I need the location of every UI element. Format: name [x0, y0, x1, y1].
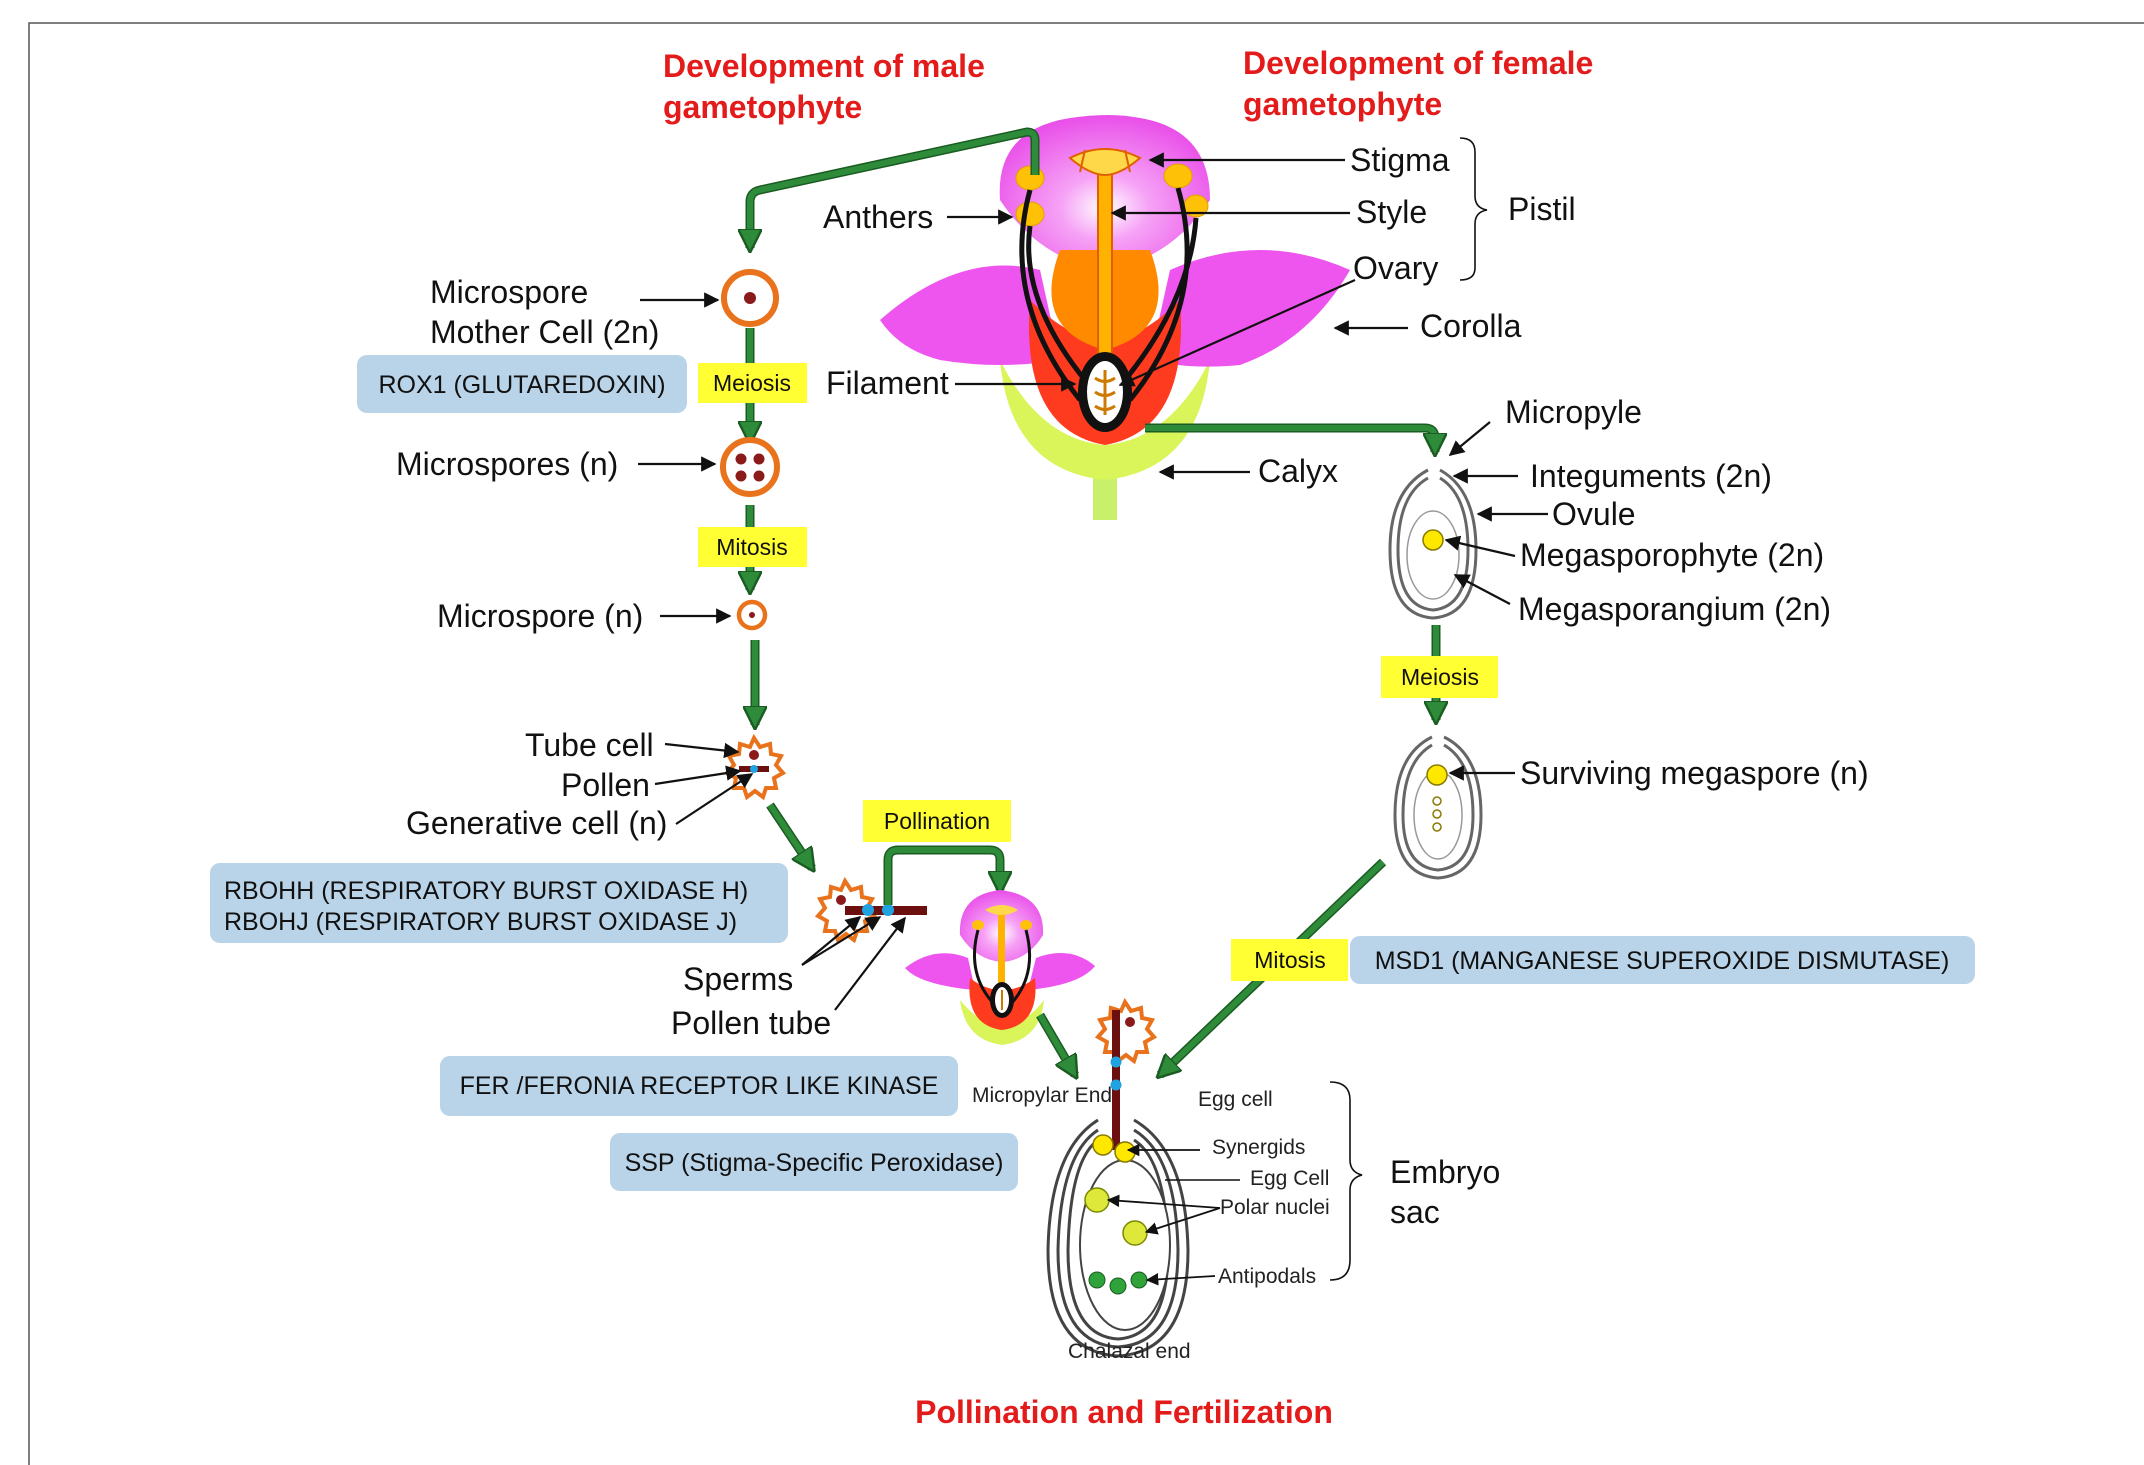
step-meiosis-female: [1381, 656, 1498, 698]
label-egg-cell-top: Egg cell: [1198, 1088, 1273, 1111]
label-tube-cell: Tube cell: [525, 727, 654, 763]
step-mitosis-male: [698, 527, 807, 567]
label-mmc-line1: Microspore: [430, 274, 588, 310]
heading-male-line1: Development of male: [663, 48, 985, 84]
label-pistil: Pistil: [1508, 191, 1576, 227]
step-meiosis-male: [698, 363, 807, 403]
gene-ssp: [610, 1133, 1018, 1191]
gene-msd1: [1350, 936, 1975, 984]
flower-illustration: [880, 115, 1350, 520]
heading-male-line2: gametophyte: [663, 89, 862, 125]
step-meiosis-male-text: Meiosis: [713, 370, 791, 396]
gene-rox1: [357, 355, 687, 413]
label-synergids: Synergids: [1212, 1136, 1305, 1159]
label-polar-nuclei: Polar nuclei: [1220, 1196, 1330, 1219]
heading-female-line1: Development of female: [1243, 45, 1593, 81]
gene-rbohh-text: RBOHH (RESPIRATORY BURST OXIDASE H): [224, 877, 748, 905]
embryo-sac: [1046, 997, 1190, 1358]
label-egg-cell: Egg Cell: [1250, 1167, 1329, 1190]
label-integuments: Integuments (2n): [1530, 458, 1772, 494]
gene-rbohj-text: RBOHJ (RESPIRATORY BURST OXIDASE J): [224, 908, 737, 936]
figure-frame: [28, 22, 2144, 1465]
pollen-grain: [723, 733, 787, 801]
label-surviving-megaspore: Surviving megaspore (n): [1520, 755, 1869, 791]
gene-fer-text: FER /FERONIA RECEPTOR LIKE KINASE: [460, 1072, 939, 1100]
label-ovary: Ovary: [1353, 250, 1438, 286]
label-micropylar-end: Micropylar End: [972, 1084, 1112, 1107]
step-mitosis-female: [1231, 939, 1348, 981]
label-calyx: Calyx: [1258, 453, 1338, 489]
label-embryo-line1: Embryo: [1390, 1154, 1500, 1190]
ovule: [1388, 468, 1478, 620]
step-pollination: [863, 800, 1011, 842]
label-megasporangium: Megasporangium (2n): [1518, 591, 1831, 627]
gene-rox1-text: ROX1 (GLUTAREDOXIN): [378, 371, 665, 399]
step-mitosis-female-text: Mitosis: [1254, 947, 1326, 973]
label-style: Style: [1356, 194, 1427, 230]
label-embryo-line2: sac: [1390, 1194, 1440, 1230]
label-ovule: Ovule: [1552, 496, 1636, 532]
gene-msd1-text: MSD1 (MANGANESE SUPEROXIDE DISMUTASE): [1375, 947, 1950, 975]
label-pollen-tube: Pollen tube: [671, 1005, 831, 1041]
label-microspores: Microspores (n): [396, 446, 618, 482]
label-megasporophyte: Megasporophyte (2n): [1520, 537, 1824, 573]
gene-rboh: [210, 863, 788, 943]
heading-pollination-fertilization: Pollination and Fertilization: [915, 1394, 1333, 1430]
gene-fer: [440, 1056, 958, 1116]
label-stigma: Stigma: [1350, 142, 1450, 178]
step-pollination-text: Pollination: [884, 808, 990, 834]
small-flower: [905, 890, 1095, 1045]
ovule-megaspore: [1393, 735, 1483, 880]
heading-female-line2: gametophyte: [1243, 86, 1442, 122]
label-micropyle: Micropyle: [1505, 394, 1642, 430]
label-chalazal-end: Chalazal end: [1068, 1340, 1191, 1363]
gene-ssp-text: SSP (Stigma-Specific Peroxidase): [625, 1149, 1004, 1177]
label-generative-cell: Generative cell (n): [406, 805, 667, 841]
step-mitosis-male-text: Mitosis: [716, 534, 788, 560]
label-pollen: Pollen: [561, 767, 650, 803]
label-filament: Filament: [826, 365, 949, 401]
label-mmc-line2: Mother Cell (2n): [430, 314, 659, 350]
label-anthers: Anthers: [823, 199, 933, 235]
germinating-pollen: [814, 876, 927, 944]
label-sperms: Sperms: [683, 961, 793, 997]
label-corolla: Corolla: [1420, 308, 1522, 344]
label-microspore-single: Microspore (n): [437, 598, 643, 634]
step-meiosis-female-text: Meiosis: [1401, 664, 1479, 690]
label-antipodals: Antipodals: [1218, 1265, 1316, 1288]
